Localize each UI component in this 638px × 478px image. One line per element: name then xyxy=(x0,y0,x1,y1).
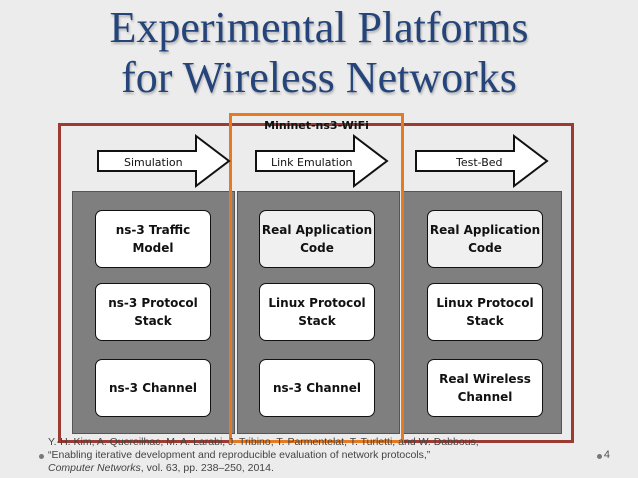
citation-authors: Y.-H. Kim, A. Quereilhac, M. A. Larabi, … xyxy=(48,436,479,448)
linux-protocol-stack-box: Linux Protocol Stack xyxy=(427,283,543,341)
linux-protocol-stack-box: Linux Protocol Stack xyxy=(259,283,375,341)
simulation-header: Simulation xyxy=(124,156,183,169)
page-number: 4 xyxy=(603,449,610,461)
slide-title-line2: for Wireless Networks xyxy=(121,53,517,102)
ns3-protocol-stack-box: ns-3 Protocol Stack xyxy=(95,283,211,341)
bullet-icon xyxy=(597,454,602,459)
citation-journal: Computer Networks xyxy=(48,462,141,474)
simulation-arrow xyxy=(97,133,231,189)
mininet-highlight-frame xyxy=(229,113,404,443)
citation-details: , vol. 63, pp. 238–250, 2014. xyxy=(140,462,274,474)
ns3-traffic-model-box: ns-3 Traffic Model xyxy=(95,210,211,268)
link-emulation-header: Link Emulation xyxy=(271,156,353,169)
mininet-label: Mininet-ns3-WiFi xyxy=(264,119,369,132)
citation: Y.-H. Kim, A. Quereilhac, M. A. Larabi, … xyxy=(48,436,568,475)
real-application-code-box: Real Application Code xyxy=(427,210,543,268)
slide-title-line1: Experimental Platforms xyxy=(109,3,529,52)
test-bed-arrow xyxy=(415,133,549,189)
real-wireless-channel-box: Real Wireless Channel xyxy=(427,359,543,417)
link-emulation-arrow xyxy=(255,133,389,189)
ns3-channel-box: ns-3 Channel xyxy=(259,359,375,417)
citation-source: Computer Networks, vol. 63, pp. 238–250,… xyxy=(48,462,568,475)
test-bed-header: Test-Bed xyxy=(456,156,503,169)
citation-title: “Enabling iterative development and repr… xyxy=(48,449,431,461)
bullet-icon xyxy=(39,454,44,459)
real-application-code-box: Real Application Code xyxy=(259,210,375,268)
ns3-channel-box: ns-3 Channel xyxy=(95,359,211,417)
